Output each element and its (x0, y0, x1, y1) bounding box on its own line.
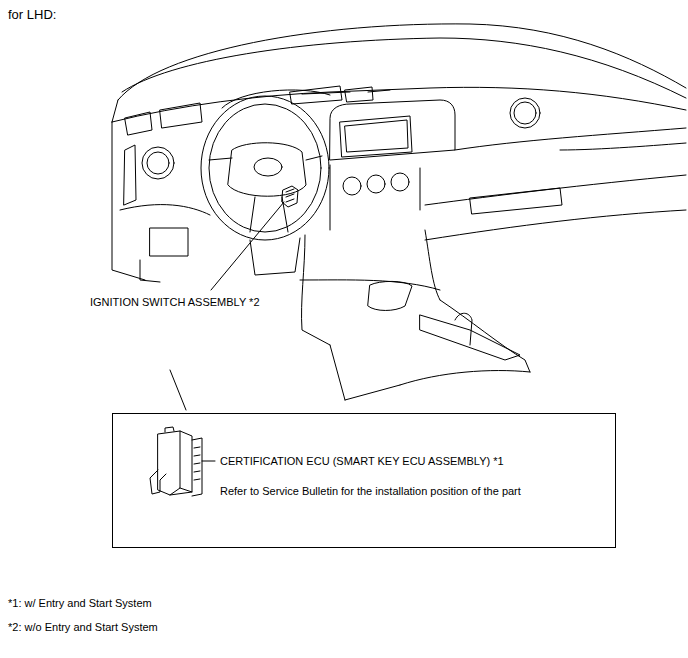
round-vent (514, 102, 536, 124)
display (340, 116, 412, 157)
cupholder (368, 281, 412, 310)
shift-lever (455, 313, 472, 345)
console (302, 235, 330, 345)
steering-wheel (209, 104, 321, 232)
dash-leader (170, 370, 186, 410)
panel (124, 145, 136, 205)
dash-line (560, 143, 686, 150)
meter (345, 87, 373, 102)
meter (290, 86, 342, 104)
round-vent (147, 152, 169, 174)
ignition-switch (286, 189, 294, 202)
leader-line (211, 202, 284, 290)
diagram-title: for LHD: (8, 7, 56, 22)
dash-lower (425, 210, 686, 240)
steering-wheel (201, 96, 329, 240)
part-label: IGNITION SWITCH ASSEMBLY *2 (90, 296, 260, 309)
knob (367, 175, 385, 193)
ignition-switch (282, 186, 298, 207)
glovebox-line (425, 175, 686, 205)
footnote: *1: w/ Entry and Start System (8, 597, 152, 610)
center-panel (330, 100, 455, 160)
dash-top (118, 24, 686, 100)
info-box: CERTIFICATION ECU (SMART KEY ECU ASSEMBL… (112, 413, 616, 548)
note-text: Refer to Service Bulletin for the instal… (220, 485, 521, 498)
lower-panel (150, 228, 188, 256)
console (345, 371, 530, 400)
center-stack (330, 165, 420, 230)
steering-column (250, 238, 300, 275)
dash-lower (120, 205, 210, 215)
glovebox-handle (470, 188, 562, 214)
panel (140, 260, 160, 282)
footnote: *2: w/o Entry and Start System (8, 621, 158, 634)
vent (302, 90, 390, 94)
knob (343, 177, 361, 195)
wheel-hub (228, 143, 306, 197)
vent (125, 112, 152, 135)
shift-lever-base (420, 315, 520, 360)
round-vent (142, 147, 174, 179)
console (330, 300, 530, 400)
display (345, 120, 408, 152)
part-name: CERTIFICATION ECU (SMART KEY ECU ASSEMBL… (220, 455, 504, 468)
round-vent (510, 98, 540, 128)
knob (391, 173, 409, 191)
ecu-icon (150, 427, 215, 496)
dash-line (455, 128, 686, 150)
wheel-spoke (209, 156, 322, 232)
vent (160, 103, 202, 128)
dash-left (112, 100, 145, 280)
emblem (254, 158, 282, 176)
